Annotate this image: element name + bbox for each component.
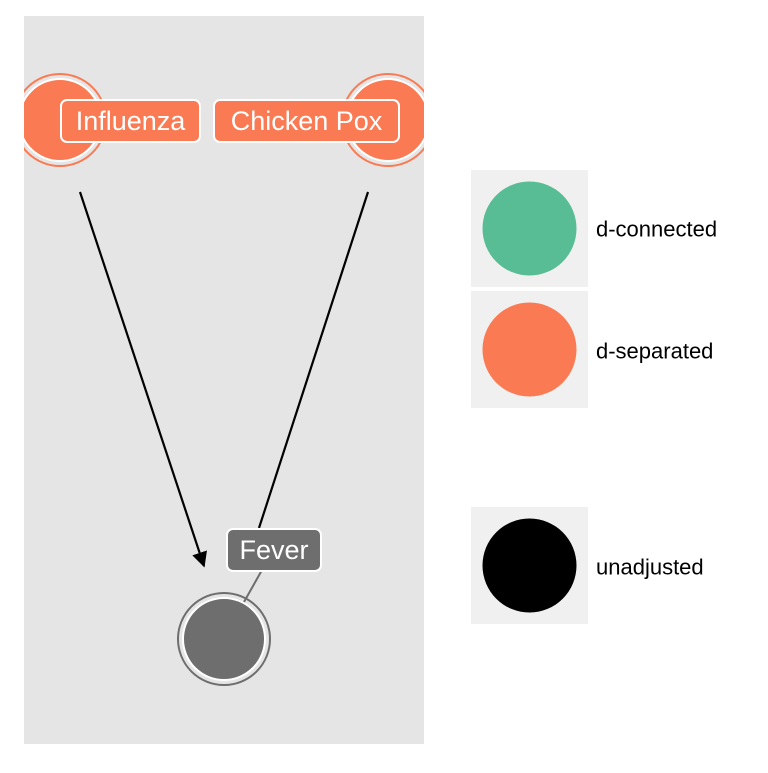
legend-swatch-d-separated bbox=[482, 302, 577, 397]
legend-label-d-separated: d-separated bbox=[596, 339, 713, 364]
influenza-label-text: Influenza bbox=[76, 106, 187, 136]
edge-influenza-to-fever bbox=[78, 191, 207, 568]
legend-label-d-connected: d-connected bbox=[596, 217, 717, 242]
influenza-label-box bbox=[60, 99, 201, 143]
legend-swatch-unadjusted bbox=[482, 518, 577, 613]
fever-node[interactable] bbox=[182, 597, 266, 681]
chicken-pox-label-box bbox=[213, 99, 400, 143]
fever-label-text: Fever bbox=[239, 535, 308, 565]
fever-label-box bbox=[226, 528, 322, 572]
legend-item-d-connected: d-connected bbox=[471, 170, 717, 287]
legend-item-unadjusted: unadjusted bbox=[471, 507, 704, 624]
fever-node-ring bbox=[177, 592, 271, 686]
legend-item-d-separated: d-separated bbox=[471, 291, 713, 408]
edge-chicken-pox-to-fever bbox=[257, 191, 370, 529]
chicken-pox-label: Chicken Pox bbox=[213, 99, 400, 143]
chicken-pox-label-text: Chicken Pox bbox=[231, 106, 383, 136]
legend-label-unadjusted: unadjusted bbox=[596, 555, 704, 580]
legend: d-connected d-separated unadjusted bbox=[471, 170, 717, 624]
legend-swatch-d-connected bbox=[482, 181, 577, 276]
fever-label-leader-line bbox=[243, 569, 263, 603]
influenza-label: Influenza bbox=[60, 99, 201, 143]
fever-label: Fever bbox=[226, 528, 322, 572]
